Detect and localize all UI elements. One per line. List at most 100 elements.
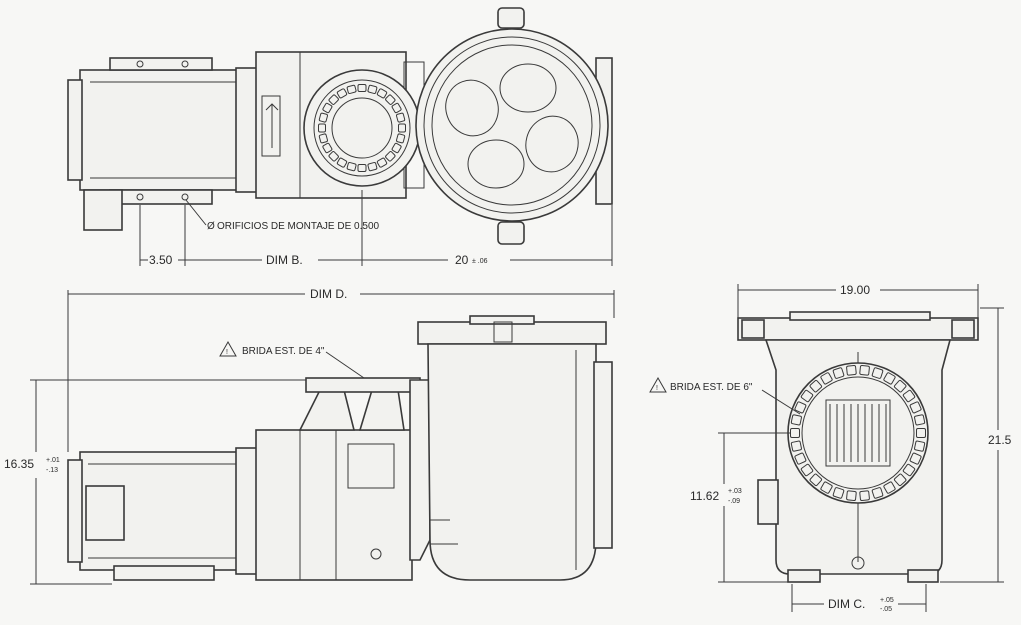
dim-a-label: 3.50 — [149, 253, 173, 267]
top-view: Ø ORIFICIOS DE MONTAJE DE 0.500 3.50 DIM… — [67, 7, 613, 267]
warning-triangle-icon: ! — [649, 376, 667, 393]
flange-bolt-slot — [318, 133, 328, 144]
flange-bolt-slot — [357, 164, 367, 172]
flange-bolt-slot — [871, 367, 884, 379]
flange-bolt-slot — [322, 142, 333, 154]
height-flange-tol-minus: -.09 — [728, 498, 740, 505]
flange-bolt-slot — [396, 133, 406, 144]
mount-plate-bottom — [109, 189, 213, 205]
dim-c-tol-minus: -.05 — [880, 606, 892, 613]
dim-d-label: DIM D. — [310, 287, 347, 301]
flange-bolt-slot — [357, 84, 367, 92]
flange-bolt-slot — [883, 372, 896, 385]
flange-bolt-slot — [794, 452, 807, 465]
flange-bolt-slot — [832, 367, 845, 379]
mounting-holes-callout: ORIFICIOS DE MONTAJE DE 0.500 — [217, 221, 380, 232]
motor-base-side — [113, 565, 215, 581]
dim-20-label: 20 — [455, 253, 469, 267]
flange-bolt-slot — [396, 112, 406, 123]
strainer-lid-end — [737, 317, 979, 341]
flange-bolt-slot — [846, 490, 857, 501]
width-end-label: 19.00 — [840, 283, 870, 297]
flange-4-callout: BRIDA EST. DE 4" — [242, 346, 325, 357]
mount-plate-top — [109, 57, 213, 71]
flange-bolt-slot — [391, 142, 402, 154]
flange-bolt-slot — [832, 487, 845, 499]
flange-bolt-slot — [385, 94, 396, 105]
flange-bolt-slot — [883, 481, 896, 494]
flange-bolt-slot — [376, 88, 388, 99]
mount-hole-2 — [181, 193, 189, 201]
svg-text:!: ! — [656, 385, 658, 392]
motor-body-top — [79, 69, 241, 191]
dim-c-label: DIM C. — [828, 597, 865, 611]
flange-bolt-slot — [336, 88, 348, 99]
motor-endcap-top — [67, 79, 83, 181]
flange-bolt-slot — [336, 157, 348, 168]
flange-bolt-slot — [902, 389, 916, 403]
dim-c-tol-plus: +.05 — [880, 597, 894, 604]
flange-6-end — [787, 362, 929, 504]
flange-bolt-slot — [914, 414, 926, 426]
flange-bolt-slot — [385, 151, 396, 162]
svg-text:!: ! — [226, 349, 228, 356]
flange-bolt-slot — [790, 440, 802, 452]
height-main-tol-plus: +.01 — [46, 457, 60, 464]
flange-bolt-slot — [367, 162, 378, 172]
flange-bolt-slot — [398, 123, 406, 133]
flange-bolt-slot — [820, 372, 833, 385]
mount-hole-1 — [136, 193, 144, 201]
flange-bolt-slot — [809, 473, 823, 487]
flange-bolt-slot — [871, 487, 884, 499]
junction-box-top — [83, 189, 123, 231]
flange-bolt-slot — [376, 157, 388, 168]
flange-bolt-slot — [902, 463, 916, 477]
flange-6-callout: BRIDA EST. DE 6" — [670, 382, 753, 393]
flange-bolt-slot — [346, 84, 357, 94]
end-view: 19.00 ! BRIDA EST. DE 6" — [649, 283, 1012, 613]
flange-bolt-slot — [318, 123, 326, 133]
flange-bolt-slot — [790, 428, 800, 438]
height-flange-tol-plus: +.03 — [728, 488, 742, 495]
junction-box-side — [85, 485, 125, 541]
dim-20-tolerance: ± .06 — [472, 258, 488, 265]
flange-bolt-slot — [893, 379, 907, 393]
flange-bolt-slot — [391, 102, 402, 114]
height-end-label: 21.5 — [988, 433, 1012, 447]
flange-bolt-slot — [859, 490, 870, 501]
flange-bolt-slot — [328, 151, 339, 162]
flange-bolt-slot — [859, 365, 870, 376]
flange-bolt-slot — [346, 162, 357, 172]
flange-bolt-slot — [909, 452, 922, 465]
flange-bolt-slot — [790, 414, 802, 426]
flange-4-side — [305, 377, 421, 393]
strainer-pot-side — [427, 343, 597, 581]
height-flange-label: 11.62 — [690, 489, 719, 503]
flange-4-top — [303, 69, 421, 187]
height-main-label: 16.35 — [4, 457, 34, 471]
flange-bolt-slot — [809, 379, 823, 393]
flange-bolt-slot — [909, 401, 922, 414]
flange-bolt-slot — [893, 473, 907, 487]
flange-bolt-slot — [318, 112, 328, 123]
warning-triangle-icon: ! — [219, 340, 237, 357]
flange-bolt-slot — [328, 94, 339, 105]
diameter-symbol: Ø — [207, 221, 215, 232]
flange-bolt-slot — [820, 481, 833, 494]
seal-housing-side — [255, 429, 413, 581]
flange-bolt-slot — [794, 401, 807, 414]
dim-b-label: DIM B. — [266, 253, 303, 267]
flange-bolt-slot — [846, 365, 857, 376]
flange-bolt-slot — [914, 440, 926, 452]
side-view: DIM D. 16.35 +.01 — [4, 287, 615, 585]
flange-bolt-slot — [800, 389, 814, 403]
flange-bolt-slot — [367, 84, 378, 94]
flange-bolt-slot — [916, 428, 926, 438]
flange-bolt-slot — [800, 463, 814, 477]
strainer-pot-top — [415, 7, 613, 245]
motor-flange-top — [235, 67, 259, 193]
height-main-tol-minus: -.13 — [46, 467, 58, 474]
flange-bolt-slot — [322, 102, 333, 114]
